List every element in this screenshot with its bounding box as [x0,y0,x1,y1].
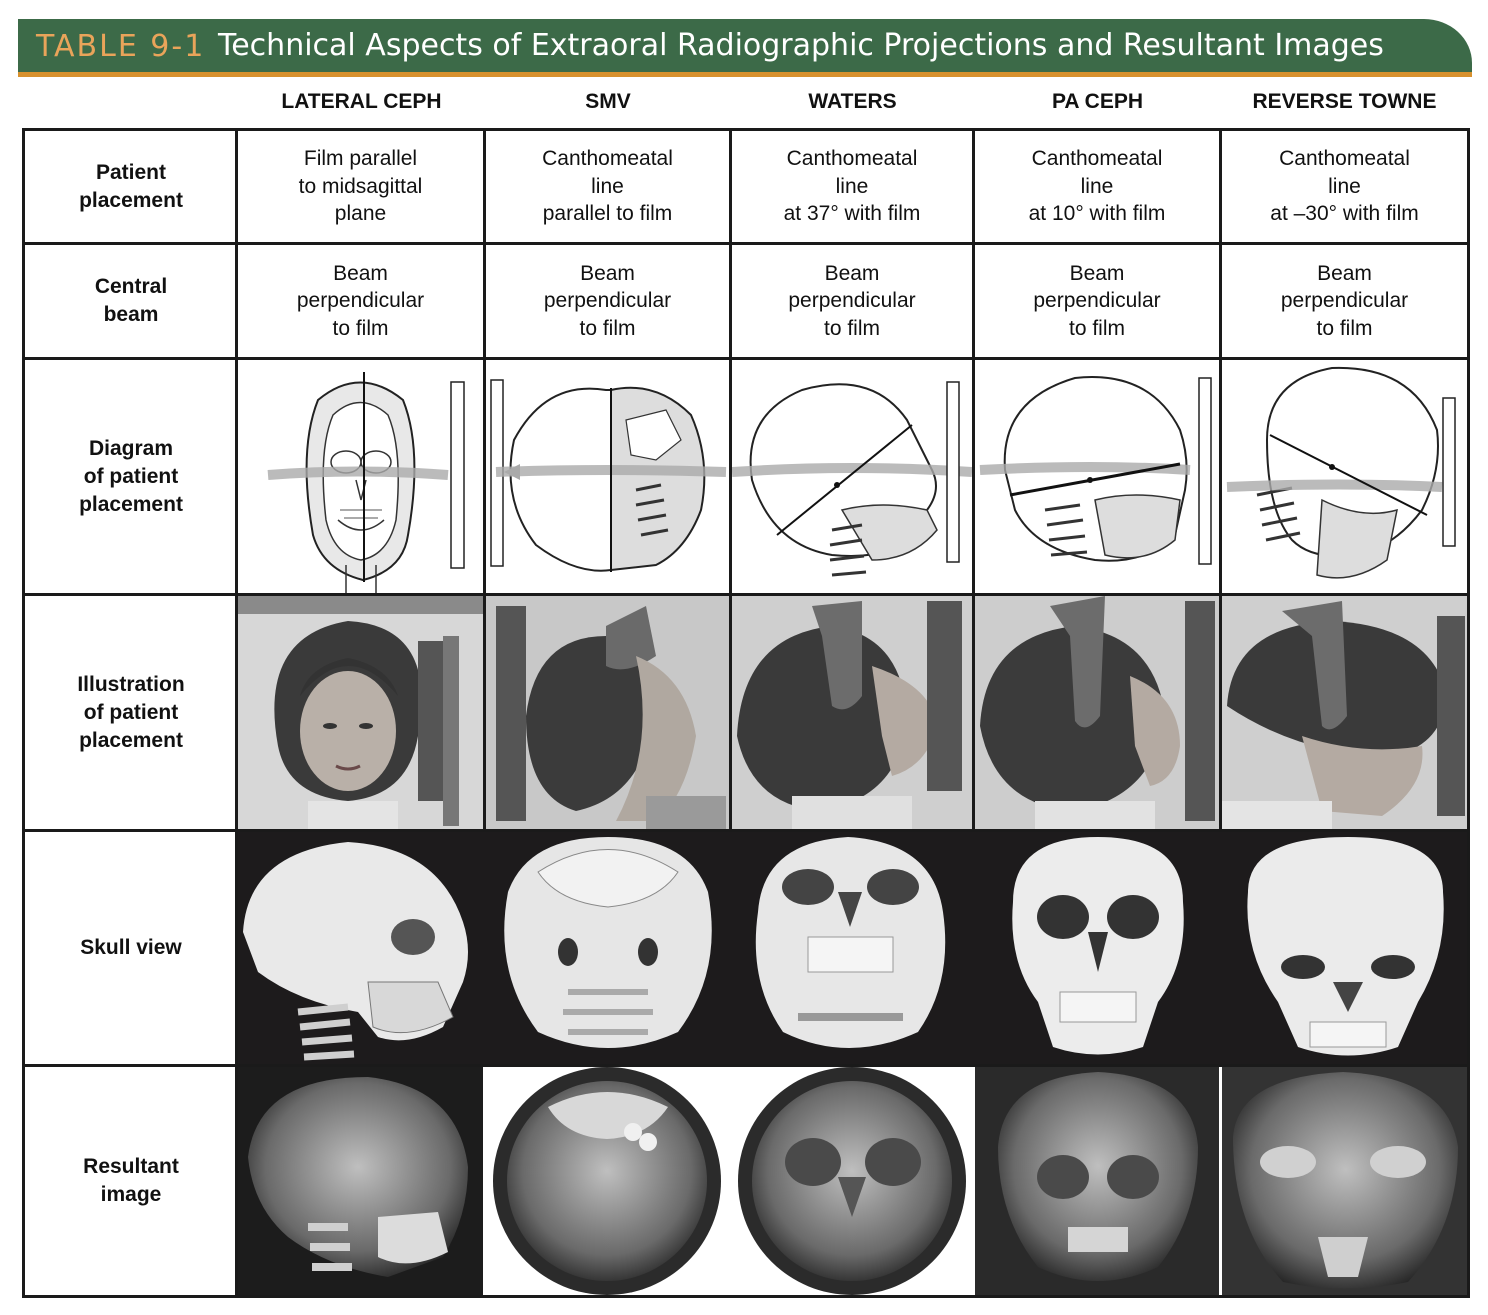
illustration-smv [486,596,729,829]
diagram-smv [486,360,729,593]
skull-view-reverse-towne [1247,837,1444,1056]
resultant-image-pa-ceph [975,1067,1219,1295]
diagram-reverse-towne [1222,360,1467,593]
column-divider [972,128,975,1298]
column-header-reverse-towne: REVERSE TOWNE [1252,90,1437,113]
resultant-image-lateral-ceph [238,1067,483,1295]
illustration-pa-ceph [975,596,1219,829]
table-grid [22,128,1470,1298]
column-divider [729,128,732,1298]
illustration-lateral-ceph [238,596,483,829]
resultant-image-reverse-towne [1222,1067,1467,1295]
column-header-smv: SMV [585,90,631,113]
row-label-skull-view: Skull view [80,936,182,959]
table-title: Technical Aspects of Extraoral Radiograp… [218,28,1384,63]
skull-view-waters [755,837,946,1048]
row-divider [22,242,1470,245]
column-header-waters: WATERS [808,90,897,113]
diagram-lateral-ceph [238,360,483,593]
column-divider [235,128,238,1298]
column-header-pa-ceph: PA CEPH [1051,90,1143,113]
row-divider [22,1064,1470,1067]
table-title-bar: TABLE 9-1 Technical Aspects of Extraoral… [18,19,1472,77]
column-divider [1219,128,1222,1298]
column-header-lateral-ceph: LATERAL CEPH [281,90,442,113]
skull-view-lateral-ceph [243,842,468,1061]
resultant-image-smv [486,1067,729,1295]
column-divider [483,128,486,1298]
skull-view-pa-ceph [1012,837,1184,1055]
diagram-pa-ceph [975,360,1219,593]
resultant-image-strip [238,1067,1467,1295]
diagram-waters [732,360,972,593]
illustration-waters [732,596,972,829]
table-number: TABLE 9-1 [36,29,206,64]
illustration-reverse-towne [1222,596,1467,829]
skull-view-strip [238,832,1467,1064]
row-divider [22,357,1470,360]
row-divider [22,829,1470,832]
skull-view-smv [504,837,712,1048]
row-divider [22,593,1470,596]
resultant-image-waters [732,1067,972,1295]
